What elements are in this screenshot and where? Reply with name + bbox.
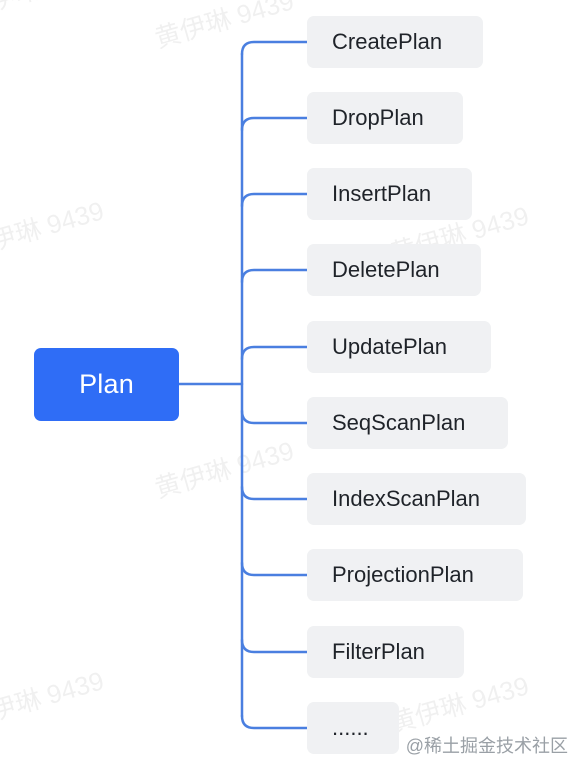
branch-line — [240, 40, 309, 56]
child-node-label: FilterPlan — [332, 639, 425, 664]
child-node[interactable]: DropPlan — [307, 92, 463, 144]
branch-line — [240, 116, 309, 132]
branch-line — [240, 485, 309, 501]
branch-line — [240, 345, 309, 361]
child-node-label: CreatePlan — [332, 29, 443, 54]
branch-line — [240, 714, 309, 730]
watermark-text: 黄伊琳 9439 — [0, 665, 108, 734]
branch-line — [240, 268, 309, 284]
child-node-label: SeqScanPlan — [332, 410, 466, 435]
child-node-label: IndexScanPlan — [332, 486, 480, 511]
child-node[interactable]: CreatePlan — [307, 16, 483, 68]
root-node-plan[interactable]: Plan — [34, 348, 179, 421]
watermark-text: 黄伊琳 9439 — [151, 435, 298, 504]
child-node[interactable]: DeletePlan — [307, 244, 481, 296]
child-node[interactable]: UpdatePlan — [307, 321, 491, 373]
watermark-text: 黄伊琳 9439 — [0, 195, 108, 264]
root-node-label: Plan — [79, 369, 134, 399]
branch-line — [240, 638, 309, 654]
child-node-label: ProjectionPlan — [332, 562, 474, 587]
child-node-label: InsertPlan — [332, 181, 432, 206]
child-node-label: UpdatePlan — [332, 334, 447, 359]
child-node[interactable]: FilterPlan — [307, 626, 464, 678]
child-node[interactable]: ProjectionPlan — [307, 549, 523, 601]
child-node[interactable]: InsertPlan — [307, 168, 472, 220]
child-node-label: ...... — [332, 715, 369, 740]
child-node-label: DropPlan — [332, 105, 424, 130]
watermark-text: 黄伊琳 9439 — [0, 0, 108, 26]
child-node[interactable]: ...... — [307, 702, 399, 754]
child-node[interactable]: SeqScanPlan — [307, 397, 508, 449]
branch-line — [240, 192, 309, 208]
branch-line — [240, 409, 309, 425]
child-node-label: DeletePlan — [332, 257, 440, 282]
source-credit: @稀土掘金技术社区 — [405, 736, 568, 756]
watermark-text: 黄伊琳 9439 — [151, 0, 298, 54]
child-node[interactable]: IndexScanPlan — [307, 473, 526, 525]
branch-line — [240, 561, 309, 577]
